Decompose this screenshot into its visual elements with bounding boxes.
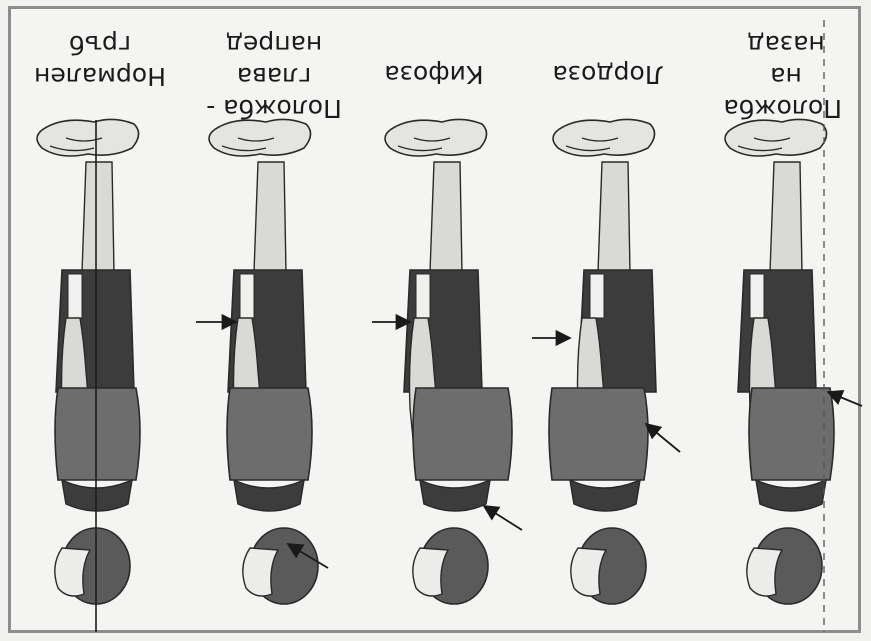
figure-leg — [770, 162, 802, 272]
figure-hand — [240, 274, 254, 318]
figure-collar — [756, 480, 826, 511]
label-normal-back: Нормален гръб — [34, 28, 166, 92]
figure-shirt — [227, 388, 312, 480]
label-lordosis: Лордоза — [552, 58, 664, 90]
figure-feet — [553, 119, 655, 156]
label-sway-back: Положба на назад — [730, 28, 842, 124]
figure-leg — [598, 162, 630, 272]
figure-collar — [420, 480, 490, 511]
figure-feet — [725, 119, 827, 156]
figure-leg — [82, 162, 114, 272]
figure-shirt — [413, 388, 512, 480]
figure-forward-head — [209, 119, 318, 604]
label-kyphosis: Кифоза — [381, 58, 487, 90]
figure-hand — [590, 274, 604, 318]
figure-sway-back — [725, 119, 834, 604]
arrow-kyphosis-back — [484, 506, 522, 530]
figure-shirt — [749, 388, 834, 480]
figure-hand — [416, 274, 430, 318]
figure-lordosis — [549, 119, 656, 604]
figure-kyphosis — [385, 119, 512, 604]
figure-feet — [385, 119, 487, 156]
figure-shirt — [55, 388, 140, 480]
figure-collar — [570, 480, 640, 511]
figure-hand — [68, 274, 82, 318]
figure-collar — [234, 480, 304, 511]
arrow-lordosis-belly — [646, 424, 680, 452]
figure-normal — [37, 119, 140, 604]
figure-hand — [750, 274, 764, 318]
label-forward-head: Положба - глава напред — [186, 28, 362, 124]
figure-leg — [430, 162, 462, 272]
figure-collar — [62, 480, 132, 511]
figure-shirt — [549, 388, 648, 480]
figure-leg — [254, 162, 286, 272]
figure-feet — [37, 119, 139, 156]
figure-feet — [209, 119, 311, 156]
